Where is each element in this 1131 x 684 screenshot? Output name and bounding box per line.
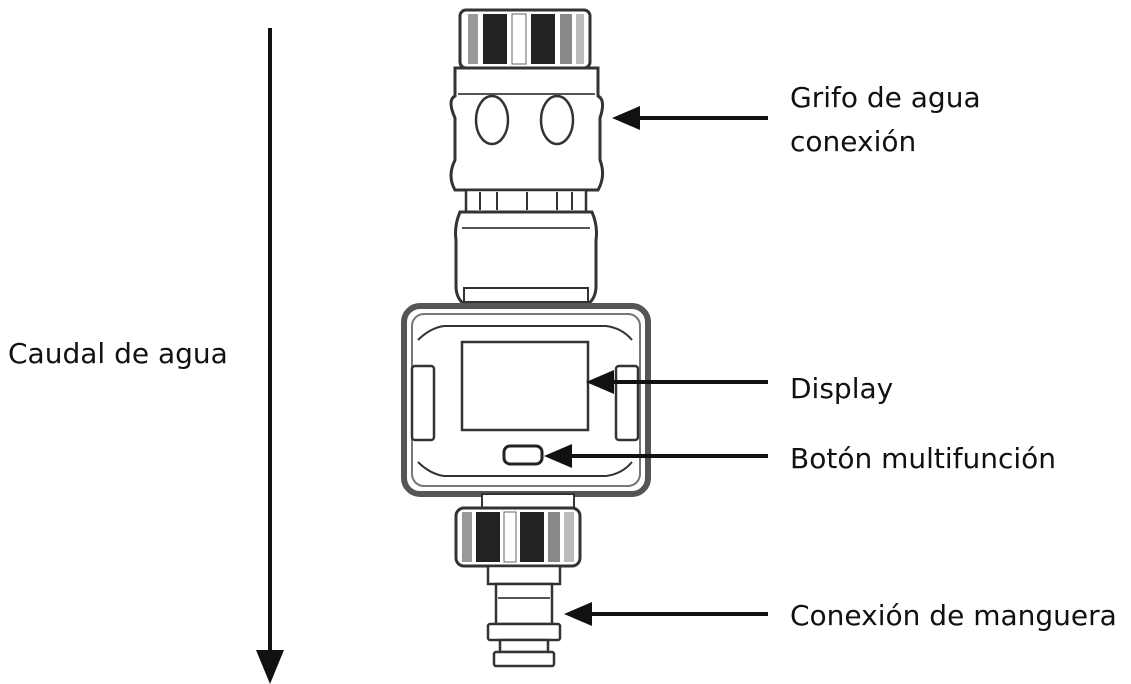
- arrow-left-icon: [612, 106, 768, 130]
- arrow-left-icon: [544, 444, 768, 468]
- tap-connector: [449, 66, 605, 192]
- neck-ribs: [464, 188, 588, 214]
- meter-housing: [401, 303, 651, 497]
- flow-label: Caudal de agua: [8, 337, 228, 370]
- multifunction-button-label: Botón multifunción: [790, 442, 1057, 475]
- flow-arrow-icon: [256, 28, 284, 684]
- arrow-left-icon: [564, 602, 768, 626]
- hose-connector: [486, 564, 562, 668]
- hose-connection-label: Conexión de manguera: [790, 599, 1117, 632]
- top-nut: [458, 8, 592, 70]
- display-label: Display: [790, 372, 894, 405]
- coupling: [454, 210, 598, 306]
- tap-connection-label-line1: Grifo de agua: [790, 81, 981, 114]
- bottom-nut: [454, 493, 582, 568]
- tap-connection-label-line2: conexión: [790, 125, 917, 158]
- arrow-left-icon: [586, 370, 768, 394]
